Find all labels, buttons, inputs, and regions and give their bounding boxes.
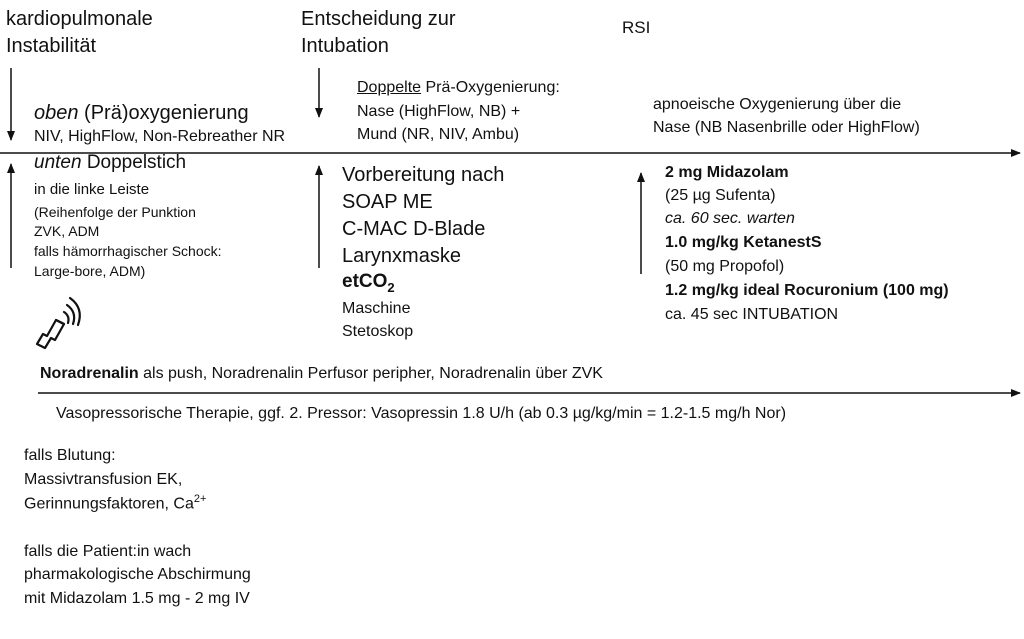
col3-sufenta-line: (25 µg Sufenta) — [665, 187, 776, 204]
col1-oxygenation-title: oben (Prä)oxygenierung — [34, 101, 249, 125]
col3-ketanest-line: 1.0 mg/kg KetanestS — [665, 234, 822, 251]
noradrenalin-bold: Noradrenalin — [40, 365, 139, 382]
etco2-sub: 2 — [387, 279, 395, 295]
oben-label: oben — [34, 102, 79, 124]
noradrenalin-rest: als push, Noradrenalin Perfusor peripher… — [138, 365, 603, 382]
col3-warten-line: ca. 60 sec. warten — [665, 210, 795, 227]
col2-header-line2: Intubation — [301, 35, 389, 57]
col1-header-line2: Instabilität — [6, 35, 97, 57]
col2-cmac-line: C-MAC D-Blade — [342, 218, 486, 240]
doppelte-label: Doppelte — [357, 79, 422, 96]
oxygenierung-label: (Prä)oxygenierung — [78, 102, 249, 124]
col2-larynxmaske-line: Larynxmaske — [342, 245, 461, 267]
col2-maschine-line: Maschine — [342, 300, 411, 317]
unten-label: unten — [34, 152, 82, 173]
col3-apneic-line2: Nase (NB Nasenbrille oder HighFlow) — [653, 119, 920, 136]
col2-etco2-line: etCO2 — [342, 271, 395, 295]
col2-soap-line: SOAP ME — [342, 191, 433, 213]
blutung-line3: Gerinnungsfaktoren, Ca2+ — [24, 493, 206, 514]
col2-stetoskop-line: Stetoskop — [342, 323, 414, 340]
col3-propofol-line: (50 mg Propofol) — [665, 258, 785, 275]
col3-header: RSI — [622, 18, 651, 37]
col1-reihenfolge-line: (Reihenfolge der Punktion — [34, 204, 196, 220]
col1-largebore-line: Large-bore, ADM) — [34, 263, 146, 279]
blutung-line1: falls Blutung: — [24, 447, 116, 464]
col1-schock-line: falls hämorrhagischer Schock: — [34, 243, 222, 259]
wach-line3: mit Midazolam 1.5 mg - 2 mg IV — [24, 590, 250, 607]
wach-line1: falls die Patient:in wach — [24, 543, 192, 560]
praeoxygenierung-label: Prä-Oxygenierung: — [421, 79, 560, 96]
col2-mouth-line: Mund (NR, NIV, Ambu) — [357, 126, 520, 143]
ultrasound-probe-icon — [35, 296, 81, 350]
col3-intubation-line: ca. 45 sec INTUBATION — [665, 306, 839, 323]
col2-nose-line: Nase (HighFlow, NB) + — [357, 103, 521, 120]
col1-doppelstich-title: unten Doppelstich — [34, 152, 186, 175]
wach-line2: pharmakologische Abschirmung — [24, 566, 251, 583]
blutung-line2: Massivtransfusion EK, — [24, 471, 183, 488]
gerinnung-main: Gerinnungsfaktoren, Ca — [24, 495, 194, 513]
etco2-main: etCO — [342, 271, 388, 292]
col2-header-line1: Entscheidung zur — [301, 8, 456, 30]
col2-vorbereitung-line: Vorbereitung nach — [342, 164, 505, 186]
col1-leiste-line: in die linke Leiste — [34, 181, 150, 198]
col2-preoxygenation-title: Doppelte Prä-Oxygenierung: — [357, 78, 560, 97]
col3-rocuronium-line: 1.2 mg/kg ideal Rocuronium (100 mg) — [665, 282, 949, 299]
col1-header-line1: kardiopulmonale — [6, 8, 153, 30]
vasopressor-line: Vasopressorische Therapie, ggf. 2. Press… — [56, 405, 787, 422]
col1-oxygenation-methods: NIV, HighFlow, Non-Rebreather NR — [34, 128, 286, 145]
col3-midazolam-line: 2 mg Midazolam — [665, 164, 789, 181]
col3-apneic-line1: apnoeische Oxygenierung über die — [653, 96, 902, 113]
doppelstich-label: Doppelstich — [81, 152, 187, 173]
calcium-charge: 2+ — [193, 493, 207, 505]
noradrenalin-line: Noradrenalin als push, Noradrenalin Perf… — [40, 364, 603, 383]
col1-zvk-line: ZVK, ADM — [34, 223, 100, 239]
